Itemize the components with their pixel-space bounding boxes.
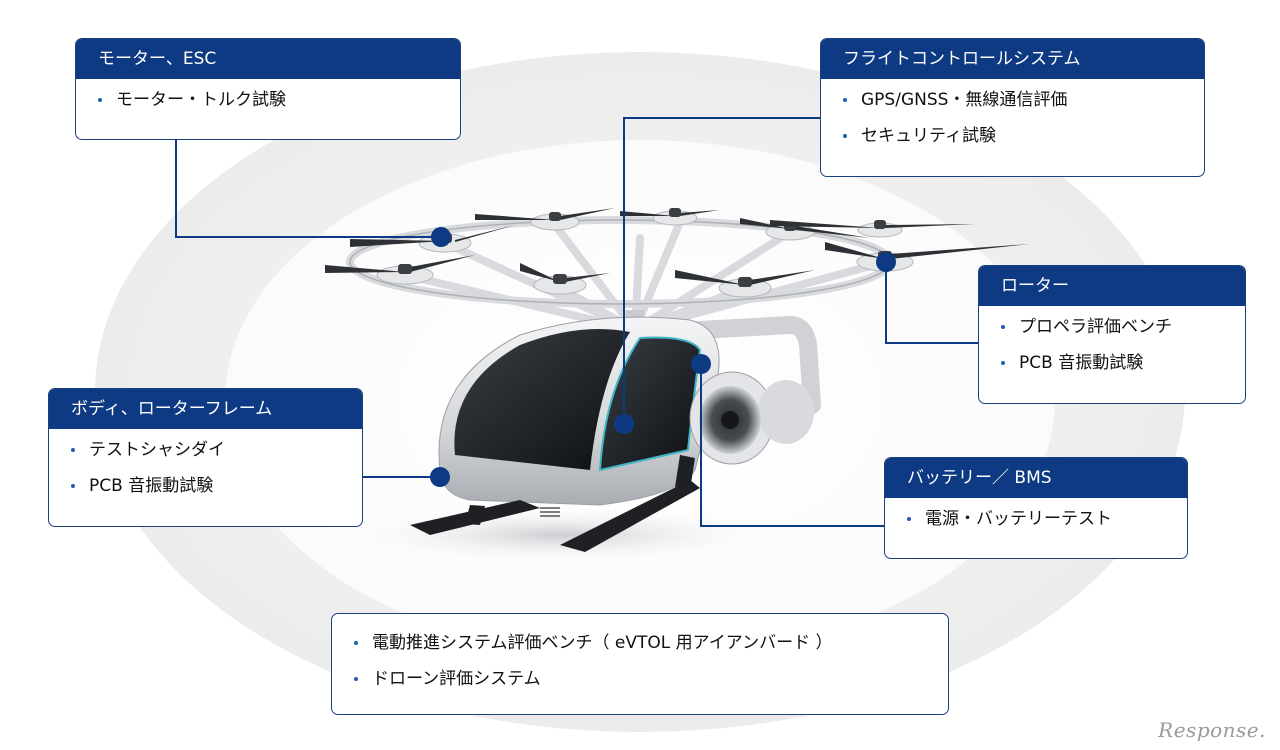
motor-esc-box: モーター、ESC モーター・トルク試験 — [75, 38, 461, 140]
list-item: プロペラ評価ベンチ — [979, 316, 1245, 338]
system-evaluation-box: 電動推進システム評価ベンチ（ eVTOL 用アイアンバード ） ドローン評価シス… — [331, 613, 949, 715]
rotor-connector-dot — [876, 252, 896, 272]
box-header: モーター、ESC — [76, 39, 460, 79]
box-header: フライトコントロールシステム — [821, 39, 1204, 79]
list-item: 電動推進システム評価ベンチ（ eVTOL 用アイアンバード ） — [332, 632, 948, 654]
bullet-icon — [1001, 361, 1005, 365]
bullet-icon — [907, 517, 911, 521]
bullet-icon — [354, 641, 358, 645]
body-connector-dot — [430, 467, 450, 487]
bullet-icon — [1001, 325, 1005, 329]
battery-connector-dot — [691, 354, 711, 374]
list-item: PCB 音振動試験 — [979, 352, 1245, 374]
rotor-box: ローター プロペラ評価ベンチ PCB 音振動試験 — [978, 265, 1246, 404]
box-header: バッテリー／ BMS — [885, 458, 1187, 498]
bullet-icon — [71, 484, 75, 488]
bullet-icon — [71, 448, 75, 452]
motor-connector-dot — [431, 227, 451, 247]
box-header: ボディ、ローターフレーム — [49, 389, 362, 429]
list-item: 電源・バッテリーテスト — [885, 508, 1187, 530]
list-item: セキュリティ試験 — [821, 125, 1204, 147]
bullet-icon — [843, 134, 847, 138]
list-item: GPS/GNSS・無線通信評価 — [821, 89, 1204, 111]
battery-bms-box: バッテリー／ BMS 電源・バッテリーテスト — [884, 457, 1188, 559]
list-item: ドローン評価システム — [332, 668, 948, 690]
list-item: モーター・トルク試験 — [76, 89, 460, 111]
list-item: PCB 音振動試験 — [49, 475, 362, 497]
response-watermark: Response. — [1158, 718, 1266, 742]
flight-control-box: フライトコントロールシステム GPS/GNSS・無線通信評価 セキュリティ試験 — [820, 38, 1205, 177]
bullet-icon — [354, 677, 358, 681]
body-frame-box: ボディ、ローターフレーム テストシャシダイ PCB 音振動試験 — [48, 388, 363, 527]
box-header: ローター — [979, 266, 1245, 306]
list-item: テストシャシダイ — [49, 439, 362, 461]
flight-connector-dot — [614, 414, 634, 434]
bullet-icon — [98, 98, 102, 102]
bullet-icon — [843, 98, 847, 102]
